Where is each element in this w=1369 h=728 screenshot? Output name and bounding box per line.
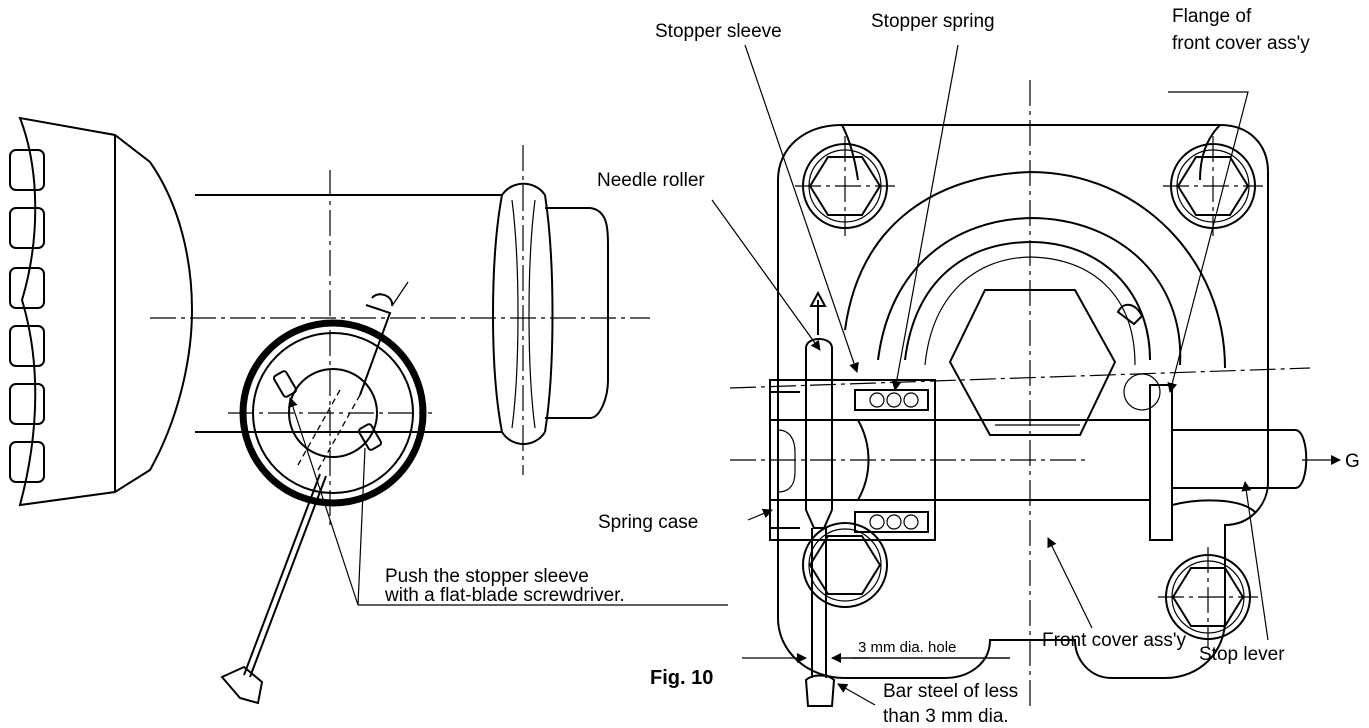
right-view: G 3 mm dia. hole — [711, 44, 1360, 710]
front-cover-arcs — [844, 170, 1226, 369]
spring-case-label: Spring case — [598, 512, 698, 533]
bar-steel-label-line2: than 3 mm dia. — [883, 706, 1009, 727]
stopper-spring-label: Stopper spring — [871, 11, 995, 32]
flange-housing — [777, 124, 1269, 679]
stopper-sleeve-label: Stopper sleeve — [655, 21, 782, 42]
bar-steel-label-line1: Bar steel of less — [883, 681, 1018, 702]
flange-label-line2: front cover ass'y — [1172, 33, 1310, 54]
bolt-head-bottom-left — [802, 522, 888, 608]
needle-roller-label: Needle roller — [597, 170, 705, 191]
screwdriver — [220, 281, 409, 705]
spring-case — [769, 379, 936, 541]
hole-dimension-label: 3 mm dia. hole — [858, 639, 956, 656]
left-view: Push the stopper sleeve with a flat-blad… — [9, 116, 728, 705]
hex-nut — [948, 289, 1117, 436]
stop-lever-label: Stop lever — [1199, 644, 1285, 665]
stop-lever — [1123, 373, 1308, 541]
front-cover-label: Front cover ass'y — [1042, 630, 1187, 651]
stopper-spring — [854, 389, 929, 533]
knurled-grip — [9, 116, 194, 507]
push-label-line1: Push the stopper sleeve — [385, 566, 589, 587]
direction-g-label: G — [1345, 451, 1360, 472]
bar-steel — [804, 528, 836, 707]
bolt-head-top-left — [795, 136, 895, 236]
figure-caption: Fig. 10 — [650, 667, 713, 689]
bolt-head-bottom-right — [1158, 547, 1258, 647]
push-label-line2: with a flat-blade screwdriver. — [384, 585, 625, 606]
bolt-head-top-right — [1163, 136, 1263, 236]
needle-roller — [805, 290, 833, 529]
flange-label-line1: Flange of — [1172, 6, 1252, 27]
tube-body — [195, 182, 609, 445]
stopper-sleeve-circle — [239, 319, 427, 507]
